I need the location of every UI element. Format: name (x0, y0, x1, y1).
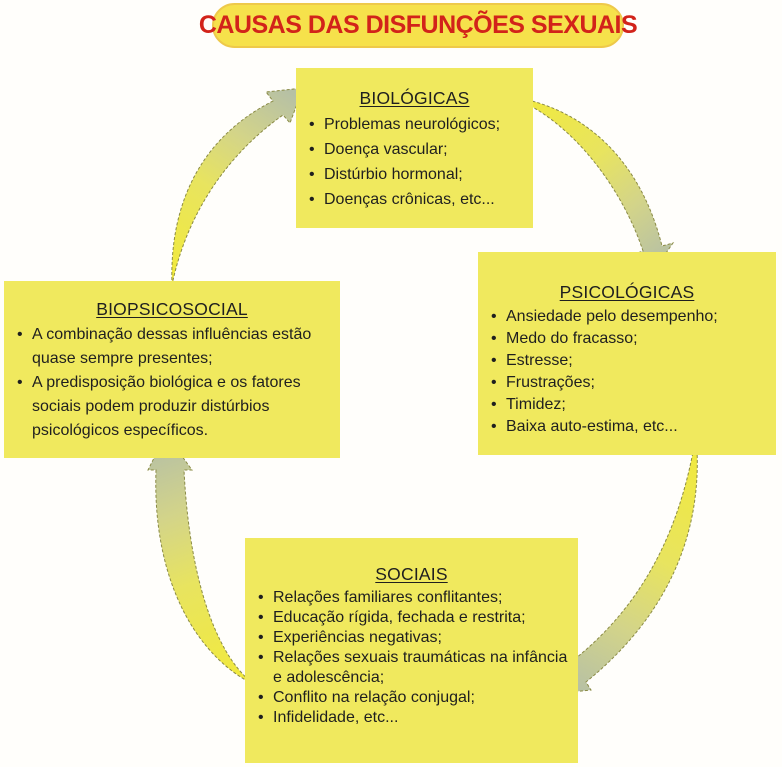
list-item: Baixa auto-estima, etc... (488, 416, 770, 438)
list-item: Experiências negativas; (255, 628, 572, 648)
box-sociais: SOCIAIS Relações familiares conflitantes… (245, 538, 578, 763)
box-biopsicosocial: BIOPSICOSOCIAL A combinação dessas influ… (4, 281, 340, 458)
box-biologicas-title: BIOLÓGICAS (359, 88, 470, 108)
box-biopsicosocial-list: A combinação dessas influências estão qu… (4, 323, 340, 443)
diagram-title: CAUSAS DAS DISFUNÇÕES SEXUAIS (198, 11, 638, 39)
list-item: Doença vascular; (306, 137, 527, 162)
list-item: Frustrações; (488, 372, 770, 394)
box-biologicas-list: Problemas neurológicos; Doença vascular;… (296, 112, 533, 212)
list-item: Conflito na relação conjugal; (255, 688, 572, 708)
box-biopsicosocial-title: BIOPSICOSOCIAL (96, 299, 248, 319)
box-psicologicas-list: Ansiedade pelo desempenho; Medo do fraca… (478, 306, 776, 438)
list-item: Ansiedade pelo desempenho; (488, 306, 770, 328)
box-sociais-title: SOCIAIS (375, 564, 448, 584)
box-psicologicas-title: PSICOLÓGICAS (559, 282, 695, 302)
list-item: Relações sexuais traumáticas na infância… (255, 648, 572, 688)
list-item: Doenças crônicas, etc... (306, 187, 527, 212)
arrow-biopsicosocial-to-biologicas-icon (171, 87, 304, 286)
list-item: Problemas neurológicos; (306, 112, 527, 137)
list-item: Medo do fracasso; (488, 328, 770, 350)
diagram-title-pill: CAUSAS DAS DISFUNÇÕES SEXUAIS (199, 3, 638, 48)
list-item: Distúrbio hormonal; (306, 162, 527, 187)
list-item: Infidelidade, etc... (255, 708, 572, 728)
box-psicologicas: PSICOLÓGICAS Ansiedade pelo desempenho; … (478, 252, 776, 455)
box-biologicas: BIOLÓGICAS Problemas neurológicos; Doenç… (296, 68, 533, 228)
list-item: Estresse; (488, 350, 770, 372)
list-item: Relações familiares conflitantes; (255, 588, 572, 608)
arrow-sociais-to-biopsicosocial-icon (147, 433, 258, 687)
box-sociais-list: Relações familiares conflitantes; Educaç… (245, 588, 578, 728)
list-item: A combinação dessas influências estão qu… (14, 323, 334, 371)
list-item: Educação rígida, fechada e restrita; (255, 608, 572, 628)
list-item: A predisposição biológica e os fatores s… (14, 371, 334, 443)
list-item: Timidez; (488, 394, 770, 416)
